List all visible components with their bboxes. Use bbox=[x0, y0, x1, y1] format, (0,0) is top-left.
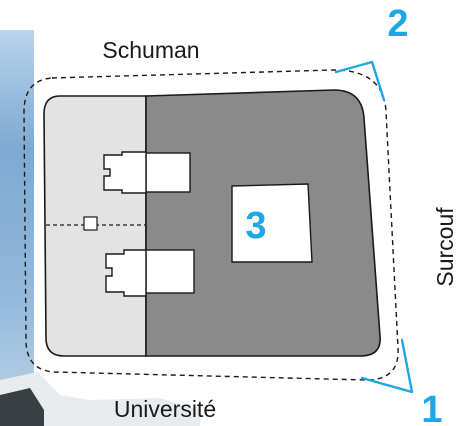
courtyard-upper bbox=[103, 151, 191, 194]
site-boundary bbox=[23, 69, 399, 381]
street-label-north: Schuman bbox=[102, 37, 199, 63]
courtyard-lower bbox=[105, 249, 195, 297]
background-photo-top-mask bbox=[0, 0, 40, 30]
view-indicator-2 bbox=[334, 60, 386, 102]
background-photo-ground bbox=[0, 372, 200, 426]
street-label-east: Surcouf bbox=[432, 207, 458, 287]
view-number-1: 1 bbox=[421, 389, 442, 426]
street-label-south: Université bbox=[114, 396, 216, 422]
zone-number-3: 3 bbox=[245, 205, 266, 247]
background-photo-strip bbox=[0, 0, 34, 426]
background-photo-shadow bbox=[0, 388, 44, 426]
courtyard-central bbox=[231, 183, 313, 263]
view-indicator-1 bbox=[360, 338, 414, 394]
interior-marker bbox=[83, 216, 98, 231]
view-number-2: 2 bbox=[387, 3, 408, 45]
